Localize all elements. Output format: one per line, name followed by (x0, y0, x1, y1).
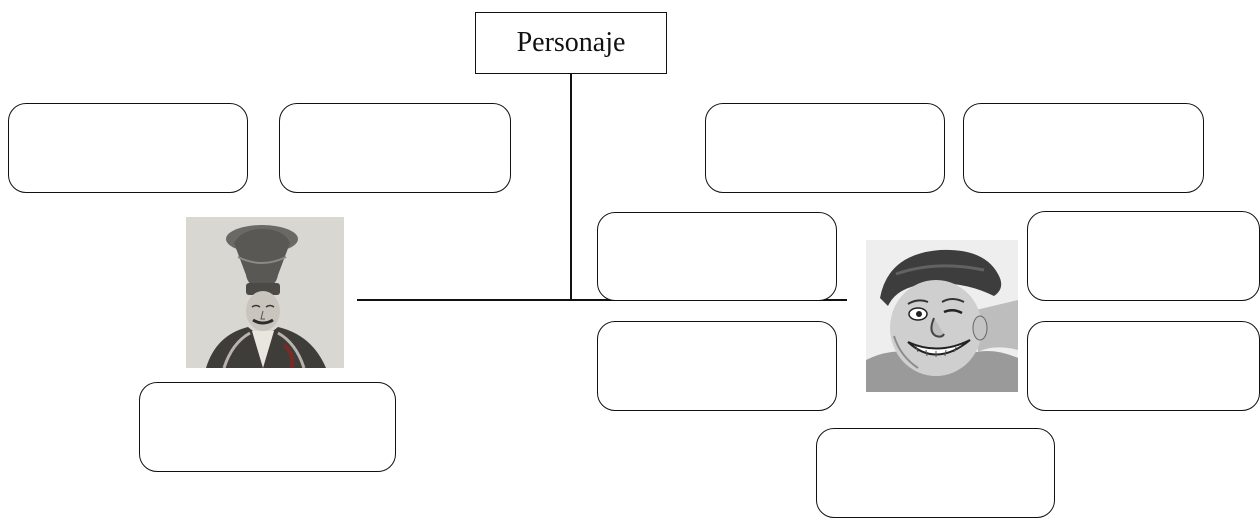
horizontal-connector (357, 299, 847, 301)
portrait-grinning-man-cap-image (866, 240, 1018, 392)
empty-box-center-bottom[interactable] (597, 321, 837, 411)
empty-box-right-mid-1[interactable] (1027, 211, 1260, 301)
empty-box-right-top-1[interactable] (705, 103, 945, 193)
empty-box-right-bottom[interactable] (816, 428, 1055, 518)
empty-box-right-top-2[interactable] (963, 103, 1204, 193)
vertical-connector (570, 74, 572, 300)
title-text: Personaje (516, 27, 626, 58)
empty-box-left-bottom[interactable] (139, 382, 396, 472)
portrait-man-tall-hat-image (186, 217, 344, 368)
title-box: Personaje (475, 12, 667, 74)
empty-box-left-top-1[interactable] (8, 103, 248, 193)
empty-box-right-mid-2[interactable] (1027, 321, 1260, 411)
empty-box-left-top-2[interactable] (279, 103, 511, 193)
empty-box-center-top[interactable] (597, 212, 837, 301)
